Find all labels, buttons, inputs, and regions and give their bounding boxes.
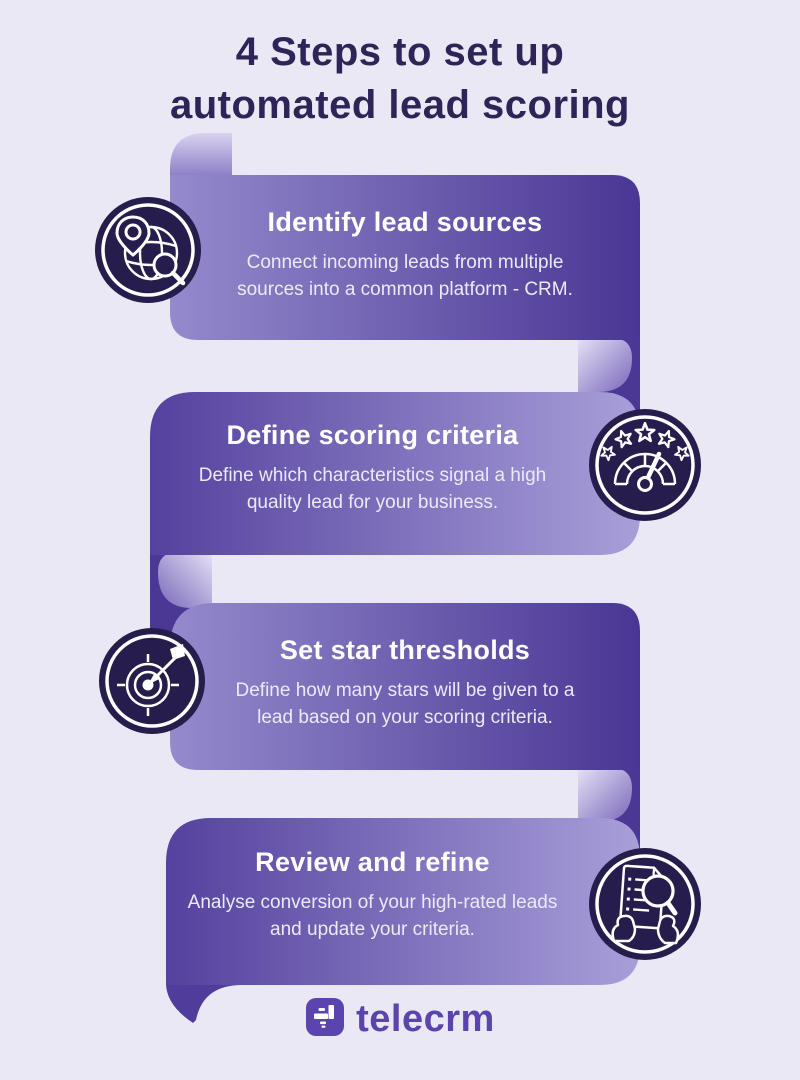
- step-1-title: Identify lead sources: [267, 207, 543, 237]
- target-dart-icon: [97, 626, 207, 741]
- step-3: Set star thresholds Define how many star…: [215, 635, 595, 732]
- brand-footer: telecrm: [0, 997, 800, 1042]
- ribbon-band-3: [170, 603, 640, 770]
- step-4-description: Analyse conversion of your high-rated le…: [187, 892, 558, 940]
- step-2-description: Define which characteristics signal a hi…: [198, 465, 547, 513]
- map-search-icon: [93, 195, 203, 310]
- ribbon-band-1: [170, 175, 640, 340]
- document-magnifier-icon: [586, 845, 704, 968]
- step-4: Review and refine Analyse conversion of …: [170, 847, 575, 944]
- ribbon-fold-3: [578, 768, 632, 822]
- step-1-description: Connect incoming leads from multiple sou…: [237, 252, 573, 300]
- ribbon-start-curl: [170, 133, 232, 177]
- page-title: 4 Steps to set up automated lead scoring: [0, 26, 800, 132]
- ribbon-band-4: [166, 818, 640, 985]
- ribbon-fold-2: [158, 552, 212, 608]
- gauge-stars-icon: [586, 406, 704, 529]
- step-4-title: Review and refine: [255, 847, 490, 877]
- brand-logo-icon: [305, 997, 345, 1042]
- ribbon-fold-1: [578, 338, 632, 392]
- step-1: Identify lead sources Connect incoming l…: [215, 207, 595, 304]
- step-3-description: Define how many stars will be given to a…: [235, 680, 575, 728]
- brand-name: telecrm: [356, 998, 495, 1040]
- page-title-line-1: 4 Steps to set up: [235, 30, 565, 74]
- ribbon-band-2: [150, 392, 640, 555]
- step-2: Define scoring criteria Define which cha…: [170, 420, 575, 517]
- step-3-title: Set star thresholds: [279, 635, 531, 665]
- step-2-title: Define scoring criteria: [226, 420, 519, 450]
- page-title-line-2: automated lead scoring: [170, 82, 630, 127]
